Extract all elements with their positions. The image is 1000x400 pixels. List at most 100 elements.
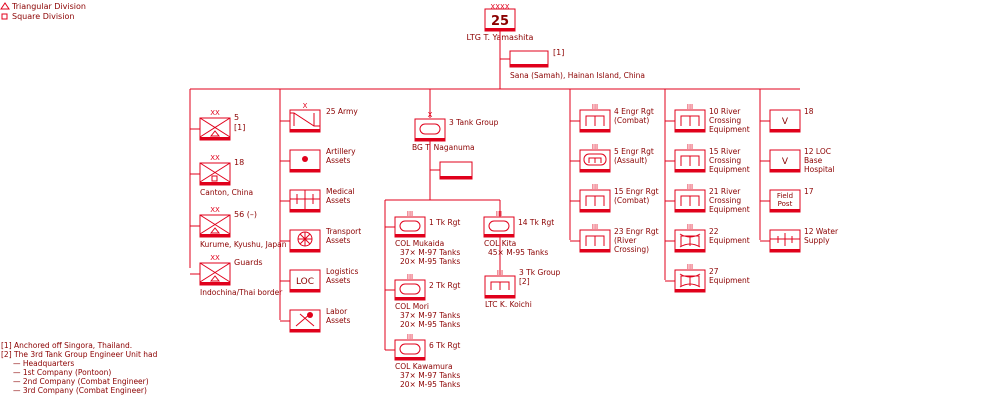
echelon-mark: III: [592, 223, 598, 231]
labor-tool-icon: [299, 313, 315, 327]
echelon-mark: XX: [210, 206, 220, 214]
engineer-label: (Assault): [614, 156, 647, 165]
regiment-equipment: 20× M-95 Tanks: [400, 257, 460, 266]
echelon-mark: III: [592, 103, 598, 111]
tank-group-commander: BG T. Naganuma: [412, 143, 475, 152]
asset-label: Assets: [326, 156, 351, 165]
division-name: 56 (–): [234, 210, 257, 219]
army-number: 25: [491, 14, 509, 29]
unit-base-bar: [675, 129, 705, 132]
engineer-label: Crossing): [614, 245, 649, 254]
division-name: 18: [234, 158, 244, 167]
engineer-icon: [680, 195, 700, 206]
armor-oval-icon: [399, 343, 421, 355]
unit-base-bar: [770, 169, 800, 172]
river-label: Equipment: [709, 236, 750, 245]
river-label: Equipment: [709, 205, 750, 214]
regiment-equipment: 37× M-97 Tanks: [400, 371, 460, 380]
unit-base-bar: [290, 289, 320, 292]
echelon-mark: III: [407, 333, 413, 341]
support-label: 18: [804, 107, 814, 116]
regiment-commander: COL Kita: [484, 239, 516, 248]
engineer-label: 23 Engr Rgt: [614, 227, 659, 236]
armor-oval-icon: [488, 220, 510, 232]
division-name: Guards: [234, 258, 263, 267]
unit-base-bar: [770, 129, 800, 132]
echelon-mark: III: [592, 183, 598, 191]
infantry-cross-icon: [199, 117, 231, 138]
logistics-icon: LOC: [296, 277, 314, 287]
echelon-mark: III: [687, 263, 693, 271]
engineer-commander: LTC K. Koichi: [485, 300, 532, 309]
unit-base-bar: [580, 169, 610, 172]
regiment-equipment: 20× M-95 Tanks: [400, 380, 460, 389]
support-label: Hospital: [804, 165, 835, 174]
unit-base-bar: [675, 209, 705, 212]
asset-label: Artillery: [326, 147, 356, 156]
unit-base-bar: [440, 176, 472, 179]
unit-base-bar: [580, 249, 610, 252]
engineer-label: 15 Engr Rgt: [614, 187, 659, 196]
asset-label: Assets: [326, 236, 351, 245]
unit-base-bar: [580, 129, 610, 132]
footnote: [2] The 3rd Tank Group Engineer Unit had: [1, 350, 158, 359]
regiment-name: 14 Tk Rgt: [518, 218, 554, 227]
asset-label: Assets: [326, 276, 351, 285]
legend-label: Triangular Division: [11, 2, 86, 11]
unit-base-bar: [290, 329, 320, 332]
engineer-icon: [588, 157, 602, 163]
unit-base-bar: [415, 138, 445, 141]
engineer-label: (Combat): [614, 196, 649, 205]
regiment-commander: COL Mori: [395, 302, 429, 311]
regiment-equipment: 45× M-95 Tanks: [488, 248, 548, 257]
support-symbol: V: [782, 157, 789, 167]
regiment-commander: COL Mukaida: [395, 239, 444, 248]
asset-label: Assets: [326, 196, 351, 205]
division-location: Canton, China: [200, 188, 253, 197]
unit-base-bar: [484, 234, 514, 237]
support-label: 17: [804, 187, 814, 196]
unit-base-bar: [395, 297, 425, 300]
engineer-icon: [680, 115, 700, 126]
echelon-mark: III: [497, 269, 503, 277]
echelon-mark: III: [687, 183, 693, 191]
footnote: — 2nd Company (Combat Engineer): [13, 377, 149, 386]
unit-base-bar: [485, 28, 515, 31]
asset-label: 25 Army: [326, 107, 358, 116]
echelon-mark: XX: [210, 154, 220, 162]
river-label: Equipment: [709, 276, 750, 285]
bridge-icon: [679, 233, 701, 248]
bridge-icon: [679, 273, 701, 288]
support-label: Supply: [804, 236, 830, 245]
unit-base-bar: [510, 64, 548, 67]
division-location: Kurume, Kyushu, Japan: [200, 240, 287, 249]
unit-base-bar: [290, 249, 320, 252]
regiment-name: 1 Tk Rgt: [429, 218, 460, 227]
engineer-label: 3 Tk Group: [519, 268, 561, 277]
support-symbol: V: [782, 117, 789, 127]
transport-wheel-icon: [299, 233, 311, 245]
engineer-label: [2]: [519, 277, 530, 286]
river-label: 10 River: [709, 107, 741, 116]
regiment-equipment: 37× M-97 Tanks: [400, 311, 460, 320]
square-division-icon: [1, 13, 8, 20]
unit-base-bar: [485, 295, 515, 298]
footnote-ref: [1]: [234, 123, 245, 132]
support-label: 12 LOC: [804, 147, 831, 156]
tank-group-name: 3 Tank Group: [449, 118, 499, 127]
unit-base-bar: [580, 209, 610, 212]
engineer-icon: [585, 235, 605, 246]
infantry-cross-icon: [199, 262, 231, 283]
river-label: 27: [709, 267, 719, 276]
triangle-division-icon: [0, 2, 10, 10]
asset-label: Labor: [326, 307, 348, 316]
artillery-icon: [302, 156, 308, 162]
unit-base-bar: [200, 282, 230, 285]
echelon-mark: XX: [210, 254, 220, 262]
asset-label: Logistics: [326, 267, 359, 276]
support-label: 12 Water: [804, 227, 839, 236]
echelon-mark: III: [407, 210, 413, 218]
infantry-cross-icon: [199, 214, 231, 235]
division-name: 5: [234, 113, 239, 122]
engineer-label: (Combat): [614, 116, 649, 125]
